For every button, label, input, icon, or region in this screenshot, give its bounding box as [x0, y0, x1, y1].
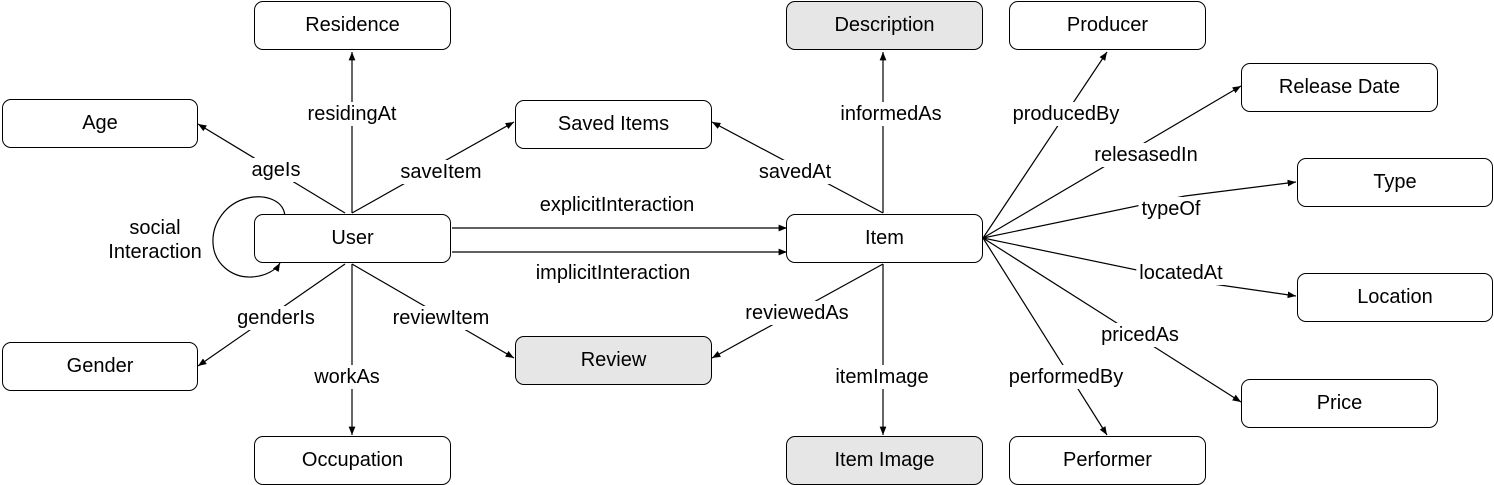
node-residence: Residence: [254, 1, 451, 50]
edge-item-type: [982, 179, 1297, 239]
edge-label-implicit-interaction: implicitInteraction: [535, 262, 691, 284]
edge-item-performer: [982, 237, 1108, 436]
node-description: Description: [786, 1, 983, 50]
edge-label-reviewed-as: reviewedAs: [742, 301, 852, 325]
edge-label-saved-at: savedAt: [755, 160, 835, 184]
edge-label-gender-is: genderIs: [234, 306, 318, 330]
node-performer: Performer: [1009, 436, 1206, 485]
node-release-date: Release Date: [1241, 63, 1438, 112]
edge-label-review-item: reviewItem: [389, 306, 493, 330]
edge-label-produced-by: producedBy: [1009, 102, 1123, 126]
edge-label-type-of: typeOf: [1138, 197, 1204, 221]
node-user: User: [254, 214, 451, 263]
edge-social-interaction: [212, 196, 286, 278]
edge-label-save-item: saveItem: [397, 160, 485, 184]
edge-label-released-in: relesasedIn: [1091, 143, 1201, 167]
node-review: Review: [515, 336, 712, 385]
edge-label-explicit-interaction: explicitInteraction: [539, 194, 695, 216]
edge-label-priced-as: pricedAs: [1098, 323, 1182, 347]
node-occupation: Occupation: [254, 436, 451, 485]
node-price: Price: [1241, 379, 1438, 428]
node-producer: Producer: [1009, 1, 1206, 50]
edge-item-price: [982, 237, 1242, 403]
edge-label-age-is: ageIs: [248, 158, 304, 182]
edge-label-residing-at: residingAt: [304, 102, 400, 126]
edge-label-performed-by: performedBy: [1005, 365, 1127, 389]
edge-label-located-at: locatedAt: [1136, 261, 1226, 285]
edge-label-social-interaction: social Interaction: [105, 216, 205, 264]
node-gender: Gender: [2, 342, 198, 391]
edge-item-producer: [982, 51, 1108, 239]
edge-label-item-image: itemImage: [832, 365, 932, 389]
edge-label-work-as: workAs: [311, 365, 383, 389]
node-location: Location: [1297, 273, 1493, 322]
node-item: Item: [786, 214, 983, 263]
node-item-image: Item Image: [786, 436, 983, 485]
node-age: Age: [2, 99, 198, 148]
edge-label-informed-as: informedAs: [837, 102, 945, 126]
node-saved-items: Saved Items: [515, 100, 712, 149]
node-type: Type: [1297, 158, 1493, 207]
